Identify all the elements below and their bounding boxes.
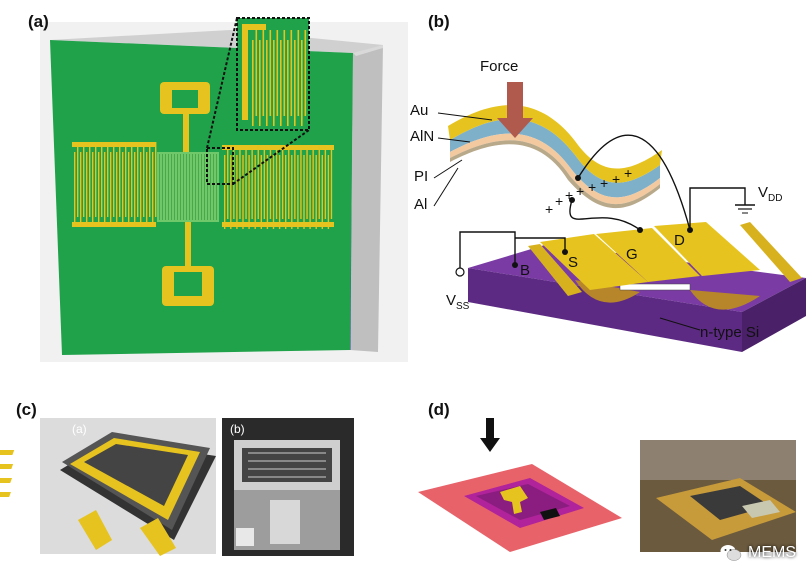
force-arrow: [507, 82, 523, 118]
top-pad: [160, 82, 210, 152]
panel-d-diagram: [418, 418, 796, 552]
pi-label: PI: [414, 168, 429, 185]
panel-d-label: (d): [428, 400, 450, 419]
watermark-text: MEMS: [748, 544, 796, 561]
panel-c-label: (c): [16, 400, 37, 419]
left-idt: [72, 142, 157, 227]
svg-text:+: +: [588, 179, 596, 195]
svg-text:+: +: [576, 183, 584, 199]
bulk-bar: [528, 244, 582, 296]
wechat-icon: [720, 545, 742, 561]
al-layer: [450, 140, 660, 209]
al-label: Al: [414, 196, 428, 213]
n-type-si-block: [468, 268, 742, 352]
pi-layer: [450, 133, 660, 205]
panel-a-device: [40, 17, 408, 362]
gold-pad: [500, 486, 528, 514]
au-layer: [448, 105, 662, 183]
bottom-pad: [162, 222, 214, 306]
charge-symbols: ++++++++: [545, 165, 632, 217]
right-idt: [222, 145, 334, 229]
inset-b-label: (b): [230, 422, 245, 436]
down-arrow: [486, 418, 494, 440]
source-pad: [540, 234, 648, 290]
au-label: Au: [410, 102, 429, 119]
terminal-d-label: D: [674, 232, 685, 249]
svg-text:+: +: [555, 193, 563, 209]
svg-text:+: +: [600, 175, 608, 191]
watermark: MEMS: [720, 544, 796, 562]
svg-text:+: +: [565, 187, 573, 203]
vss-label: VSS: [446, 292, 470, 312]
drain-pad: [654, 222, 760, 276]
panel-a-label: (a): [28, 12, 49, 31]
svg-text:+: +: [612, 171, 620, 187]
inset-a-label: (a): [72, 422, 87, 436]
substrate-label: n-type Si: [700, 324, 760, 341]
zoom-source-box: [206, 147, 234, 185]
panel-b-label: (b): [428, 12, 450, 31]
panel-c-images: [0, 418, 354, 556]
panel-b-diagram: ++++++++: [433, 82, 806, 352]
terminal-g-label: G: [626, 246, 638, 263]
terminal-s-label: S: [568, 254, 579, 271]
svg-text:+: +: [624, 165, 632, 181]
zoom-inset: [236, 17, 310, 131]
vdd-label: VDD: [758, 184, 783, 204]
svg-text:+: +: [545, 201, 553, 217]
terminal-b-label: B: [520, 262, 531, 279]
aln-label: AlN: [410, 128, 435, 145]
gate-region: [157, 152, 219, 222]
aln-layer: [450, 119, 660, 198]
gate-pad: [596, 228, 700, 282]
force-label: Force: [480, 58, 519, 75]
